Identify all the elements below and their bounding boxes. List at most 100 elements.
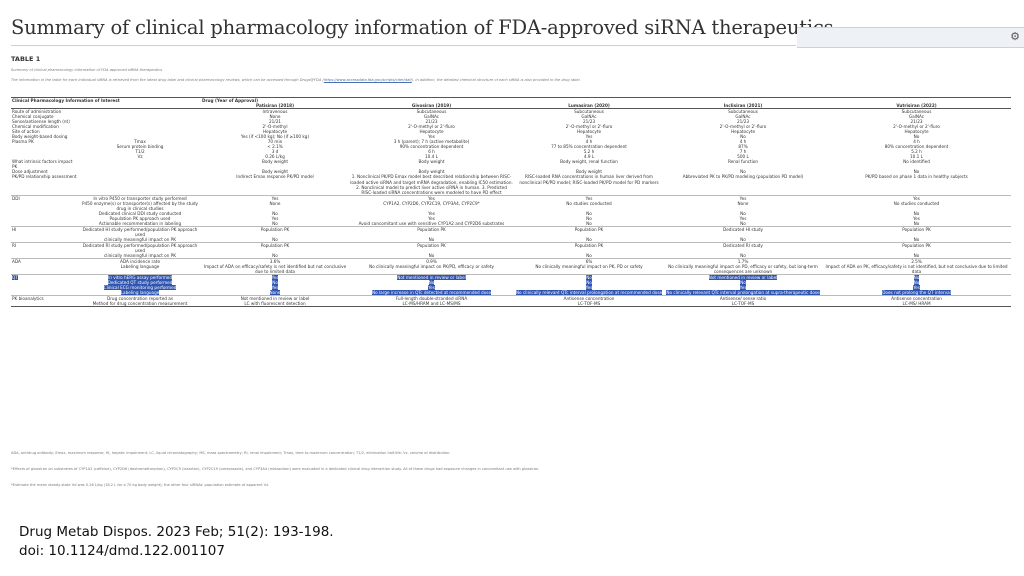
row-subcategory-text: Serum protein binding <box>116 144 164 150</box>
settings-icon[interactable]: ⚙ <box>1010 30 1020 43</box>
cell-value-text: 5.2 h <box>911 149 922 155</box>
cell-value: Yes <box>514 285 664 291</box>
cell-value: GalNAc <box>514 114 664 119</box>
cell-value: No <box>822 221 1011 227</box>
cell-value: No clinically relevant QTc interval prol… <box>664 290 822 296</box>
row-category-text: PK bioanalytics <box>12 296 44 302</box>
cell-value: 21/23 <box>664 119 822 124</box>
cell-value: 6% <box>514 258 665 264</box>
cell-value: No <box>514 280 664 286</box>
cell-value: Antisense concentration <box>514 295 665 302</box>
cell-value-text: No <box>913 134 920 140</box>
row-category-text: Chemical modification <box>12 124 59 130</box>
cell-value-text: Antisense concentration <box>563 296 615 302</box>
cell-value-text: Body weight <box>576 169 603 175</box>
header-interest: Clinical Pharmacology Information of Int… <box>11 97 202 104</box>
cell-value: Yes <box>201 274 350 281</box>
cell-value: CYP1A2, CYP2D6, CYP2C19, CYP3A4, CYP2C9* <box>349 201 514 211</box>
cell-value: No clinically meaningful impact on PD, e… <box>664 264 822 275</box>
cell-value: GalNAc <box>822 114 1011 119</box>
cell-value-text: 90% concentration dependent <box>399 144 464 150</box>
cell-value: Yes <box>664 194 823 201</box>
cell-value: Impact of ADA on PK, efficacy/safety is … <box>822 264 1011 275</box>
cell-value: No clinically meaningful impact on PK, P… <box>514 264 664 275</box>
cell-value-text: 21/23 <box>425 119 438 125</box>
row-category-text: Plasma PK <box>12 139 34 145</box>
row-category-text: Site of action <box>12 129 40 135</box>
cell-value-text: Dedicated RI study <box>723 242 763 248</box>
cell-value-text: 10.4 L <box>425 154 439 160</box>
cell-value: Hepatocyte <box>664 129 822 134</box>
cell-value: No <box>664 280 822 286</box>
cell-value-text: No <box>586 280 592 286</box>
cell-value-text: No large increase in QTc detected at rec… <box>371 290 492 296</box>
cell-value-text: No clinically relevant QTc interval prol… <box>666 290 820 296</box>
cell-value: Abbreviated PK to PK/PD modeling (popula… <box>664 174 822 195</box>
cell-value: Subcutaneous <box>349 109 514 115</box>
cell-value-text: Not mentioned in review or label <box>397 275 466 281</box>
cell-value-text: No <box>913 236 920 242</box>
drugs-at-fda-link[interactable]: https://www.accessdata.fda.gov/scripts/c… <box>323 78 412 82</box>
cell-value: Population PK <box>349 241 515 253</box>
citation-doi: doi: 10.1124/dmd.122.001107 <box>19 543 225 559</box>
cell-value-text: No <box>272 252 278 258</box>
cell-value: Hepatocyte <box>514 129 664 134</box>
row-subcategory-text: In vitro P450 or transporter study perfo… <box>93 195 187 201</box>
cell-value-text: LC-MS/HRAM and LC-MS/MS <box>402 301 461 307</box>
cell-value: Yes <box>201 194 350 201</box>
cell-value: Population PK <box>201 225 350 237</box>
cell-value-text: Population PK <box>417 242 446 248</box>
cell-value-text: Yes <box>271 275 279 281</box>
footnote: ADA, antidrug antibody; Emax, maximum re… <box>11 451 451 455</box>
cell-value: 77 to 85% concentration dependent <box>514 144 664 149</box>
viewer-toolbar[interactable]: ⚙ <box>797 27 1024 48</box>
cell-value: No <box>514 237 664 243</box>
row-category <box>11 201 79 211</box>
cell-value: Antisense concentration <box>822 295 1012 302</box>
cell-value: Dedicated RI study <box>664 241 823 253</box>
cell-value: No <box>201 221 349 227</box>
cell-value-text: PK/PD based on phase 1 data in healthy s… <box>865 174 968 180</box>
table-footnotes: ADA, antidrug antibody; Emax, maximum re… <box>11 451 1001 499</box>
cell-value: Dedicated HI study <box>664 225 823 237</box>
cell-value-text: No <box>428 236 435 242</box>
cell-value: 90% concentration dependent <box>349 144 514 149</box>
cell-value: Body weight <box>201 169 349 174</box>
cell-value-text: Yes <box>585 195 593 201</box>
cell-value: Population PK <box>514 225 665 237</box>
cell-value-text: Dedicated HI study <box>723 226 764 232</box>
cell-value: 4.9 L <box>514 154 664 159</box>
row-category: Dose adjustment <box>11 169 79 174</box>
row-subcategory-text: Dedicated HI study performed/population … <box>82 226 198 237</box>
cell-value-text: No <box>586 275 592 281</box>
cell-value-text: None <box>269 114 281 120</box>
cell-value: Yes <box>514 194 665 201</box>
cell-value-text: No <box>913 252 920 258</box>
cell-value: Yes <box>201 285 349 291</box>
cell-value-text: None <box>269 200 281 206</box>
footnote: *Effects of givosiran on substrates of C… <box>11 467 540 471</box>
cell-value-text: LC-TOF-MS <box>731 301 755 307</box>
cell-value: 0.26 L/kg <box>201 154 349 159</box>
row-subcategory-text: Tmax <box>134 139 146 145</box>
cell-value-text: Population PK <box>902 242 931 248</box>
cell-value: Not mentioned in review or label <box>664 274 823 281</box>
cell-value-text: CYP1A2, CYP2D6, CYP2C19, CYP3A4, CYP2C9* <box>383 200 480 206</box>
row-subcategory-text: In vitro hERG assay performed <box>107 275 173 281</box>
cell-value-text: Abbreviated PK to PK/PD modeling (popula… <box>682 174 804 180</box>
row-category-text: RI <box>12 242 17 248</box>
cell-value-text: Intravenous <box>262 109 288 115</box>
row-subcategory: P450 enzyme(s) or transporter(s) affecte… <box>79 201 201 211</box>
table-header-row: Clinical Pharmacology Information of Int… <box>11 97 1012 104</box>
cell-value: None <box>664 201 822 211</box>
cell-value: 10.4 L <box>349 154 514 159</box>
cell-value: Population PK <box>822 241 1012 253</box>
row-category: What intrinsic factors impact PK <box>11 159 79 169</box>
row-subcategory-text: Dedicated clinical DDI study conducted <box>98 210 182 216</box>
